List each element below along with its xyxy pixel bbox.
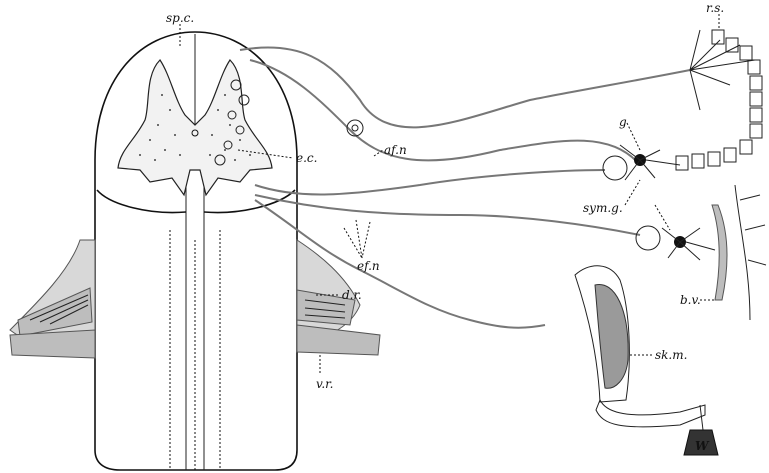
leader-lines: [180, 14, 719, 375]
blood-vessel: [712, 185, 766, 320]
label-rs: r.s.: [706, 1, 724, 15]
sympathetic-ganglion-upper: [603, 145, 680, 180]
label-skm: sk.m.: [655, 348, 687, 362]
sympathetic-ganglion-lower: [636, 226, 715, 260]
label-symg: sym.g.: [583, 201, 623, 215]
label-efn: ef.n: [357, 259, 380, 273]
label-afn: af.n: [384, 143, 407, 157]
label-dr: d.r.: [342, 288, 362, 302]
label-spc: sp.c.: [166, 11, 194, 25]
label-g: g: [619, 115, 627, 129]
spinal-cord: [95, 32, 297, 470]
ventral-root-left: [10, 330, 95, 358]
label-bv: b.v.: [680, 293, 701, 307]
label-ec: e.c.: [296, 151, 317, 165]
weight-label: W: [695, 439, 710, 453]
ventral-root-right: [297, 325, 380, 355]
receptor-cells: [676, 30, 762, 170]
label-vr: v.r.: [316, 377, 333, 391]
